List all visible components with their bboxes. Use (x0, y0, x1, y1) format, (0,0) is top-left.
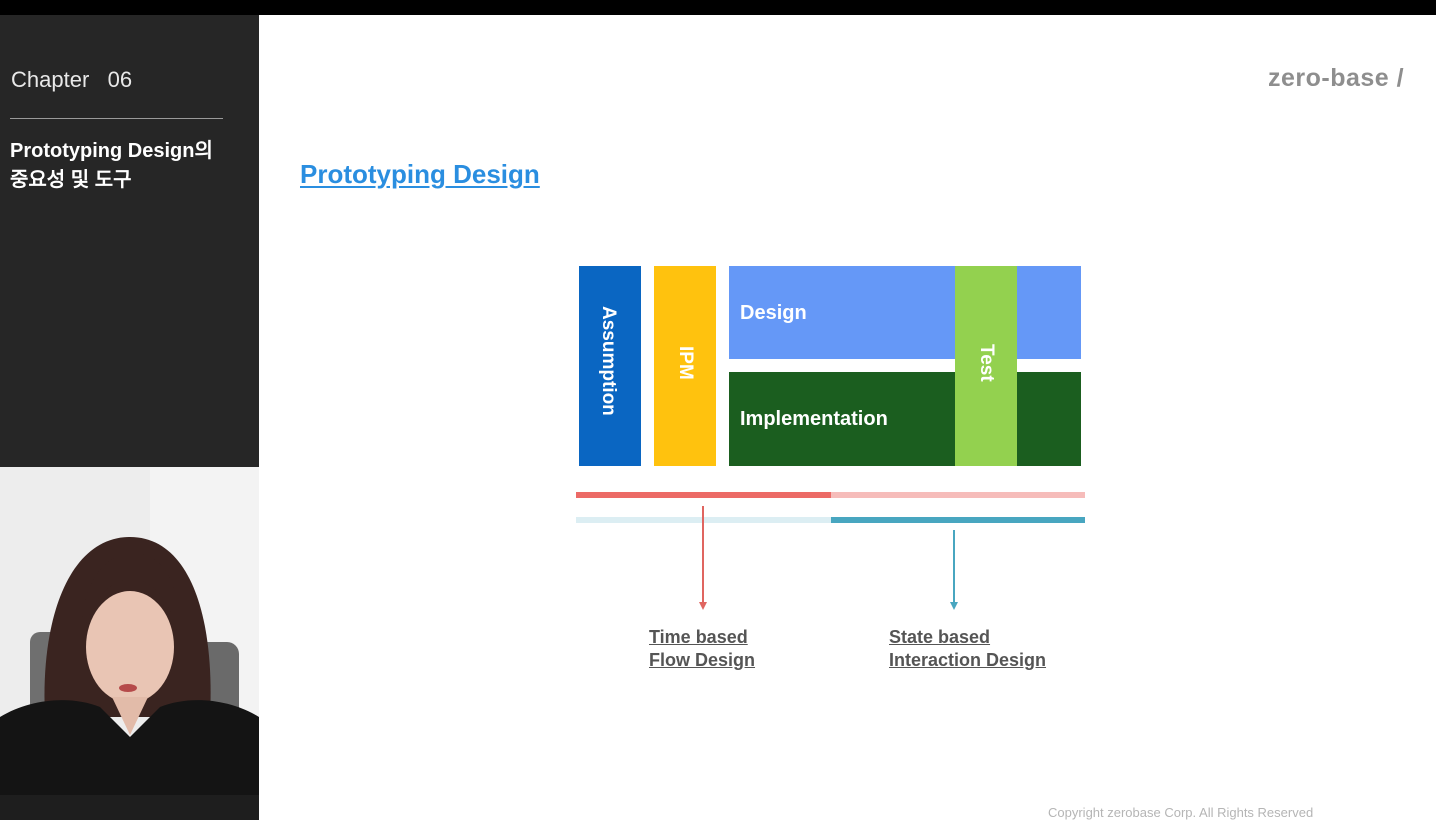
implementation-block: Implementation (729, 372, 1081, 466)
state-based-label: State based Interaction Design (889, 626, 1046, 672)
time-based-line2: Flow Design (649, 650, 756, 670)
assumption-block: Assumption (579, 266, 641, 466)
top-black-bar (0, 0, 1436, 15)
time-based-label: Time based Flow Design (649, 626, 755, 672)
lesson-title-line1: Prototyping Design의 (10, 140, 213, 162)
copyright-text: Copyright zerobase Corp. All Rights Rese… (1048, 805, 1314, 820)
implementation-label: Implementation (740, 408, 888, 430)
chapter-sidebar: Chapter 06 Prototyping Design의 중요성 및 도구 (0, 15, 259, 467)
time-bar-active (576, 492, 831, 498)
time-bar-inactive (831, 492, 1085, 498)
state-bar-active (831, 517, 1085, 523)
state-based-line1: State based (889, 627, 991, 647)
test-block: Test (955, 266, 1017, 466)
time-arrow-line (702, 506, 704, 604)
chapter-label: Chapter 06 (11, 67, 133, 92)
state-arrow-head (950, 602, 958, 610)
test-label: Test (976, 344, 997, 382)
state-based-line2: Interaction Design (889, 650, 1047, 670)
ipm-block: IPM (654, 266, 716, 466)
ipm-label: IPM (675, 346, 696, 380)
state-arrow-line (953, 530, 955, 604)
presenter-webcam (0, 467, 259, 795)
presenter-video-image (0, 467, 259, 795)
time-based-line1: Time based (649, 627, 748, 647)
design-block: Design (729, 266, 1081, 359)
webcam-footer-bar (0, 795, 259, 820)
time-arrow-head (699, 602, 707, 610)
lesson-title-line2: 중요성 및 도구 (10, 169, 132, 191)
lesson-title: Prototyping Design의 중요성 및 도구 (10, 137, 250, 195)
design-label: Design (740, 302, 807, 324)
zerobase-logo: zero-base / (1268, 64, 1405, 92)
chapter-divider (10, 118, 223, 119)
slide-title: Prototyping Design (300, 159, 540, 189)
assumption-label: Assumption (598, 306, 619, 416)
